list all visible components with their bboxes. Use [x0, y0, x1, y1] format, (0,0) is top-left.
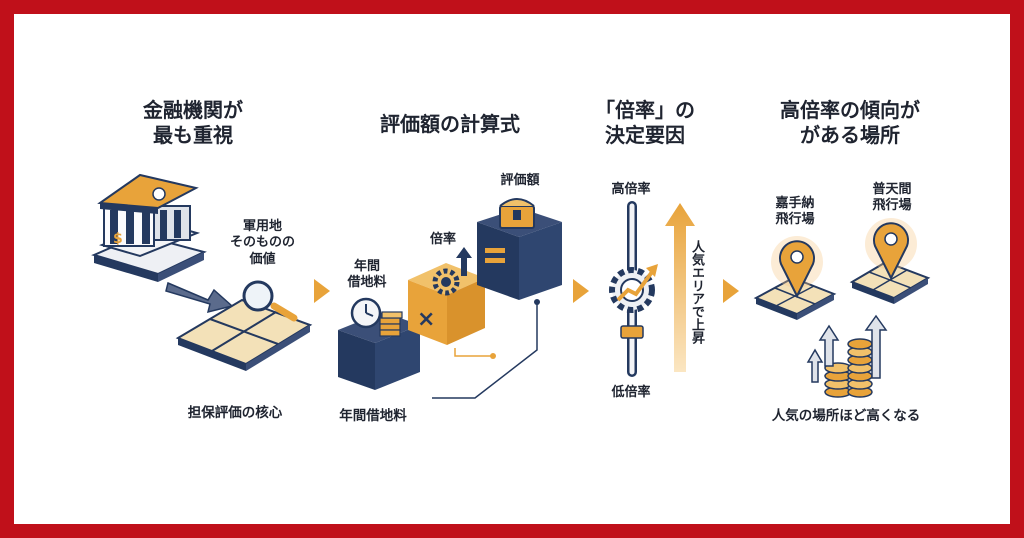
ratio-label: 倍率: [429, 232, 456, 247]
connector-line: [432, 302, 538, 399]
up-arrow-icon: [456, 247, 472, 276]
map-pin-icon: [865, 218, 917, 281]
low-ratio-label: 低倍率: [611, 385, 651, 400]
cash-icon: [379, 311, 403, 337]
coin-stack-icon: [824, 338, 873, 398]
svg-text:$: $: [113, 231, 123, 247]
chevron-right-icon: [314, 279, 330, 303]
annual-rent-block: [338, 312, 420, 390]
up-arrow-icon: [864, 314, 888, 379]
map-tile-futenma: [849, 260, 931, 304]
gear-icon: [432, 268, 460, 296]
valuation-label: 評価額: [500, 173, 540, 188]
kadena-label: 嘉手納 飛行場: [775, 196, 815, 228]
diagram-scene: 金融機関が 最も重視 評価額の計算式 「倍率」の 決定要因 高倍率の傾向が があ…: [14, 14, 1010, 524]
land-grid-icon: [175, 298, 313, 371]
popular-places-higher-label: 人気の場所ほど高くなる: [771, 408, 921, 424]
annual-rent-bottom-label: 年間借地料: [339, 408, 407, 424]
popular-area-rise-label: 人気エリアで上昇: [689, 240, 704, 344]
high-ratio-label: 高倍率: [611, 182, 651, 197]
bank-icon: $: [91, 173, 207, 282]
poster-frame: 金融機関が 最も重視 評価額の計算式 「倍率」の 決定要因 高倍率の傾向が があ…: [14, 14, 1010, 524]
up-arrow-icon: [806, 348, 824, 383]
clock-icon: [350, 297, 382, 329]
diagram-illustrations: $: [91, 173, 931, 399]
chevron-right-icon: [573, 279, 589, 303]
treasure-chest-icon: [499, 198, 535, 229]
section4-title: 高倍率の傾向が がある場所: [780, 98, 920, 147]
magnifier-icon: [242, 280, 298, 322]
connector-line: [454, 348, 493, 357]
annual-rent-top-label: 年間 借地料: [347, 259, 387, 291]
map-pin-icon: [771, 236, 823, 299]
up-arrow-icon: [665, 203, 695, 372]
section2-title: 評価額の計算式: [380, 112, 520, 136]
land-value-label: 軍用地 そのものの 価値: [229, 219, 295, 267]
map-tile-kadena: [753, 276, 837, 320]
section3-title: 「倍率」の 決定要因: [595, 98, 695, 147]
collateral-core-label: 担保評価の核心: [187, 405, 283, 421]
up-arrow-icon: [818, 324, 840, 367]
gear-icon: [609, 264, 658, 313]
section1-title: 金融機関が 最も重視: [143, 98, 243, 147]
arrow-icon: [165, 281, 234, 314]
ratio-block: ×: [408, 263, 485, 345]
futenma-label: 普天間 飛行場: [872, 182, 912, 214]
chevron-right-icon: [723, 279, 739, 303]
svg-text:×: ×: [417, 307, 435, 332]
